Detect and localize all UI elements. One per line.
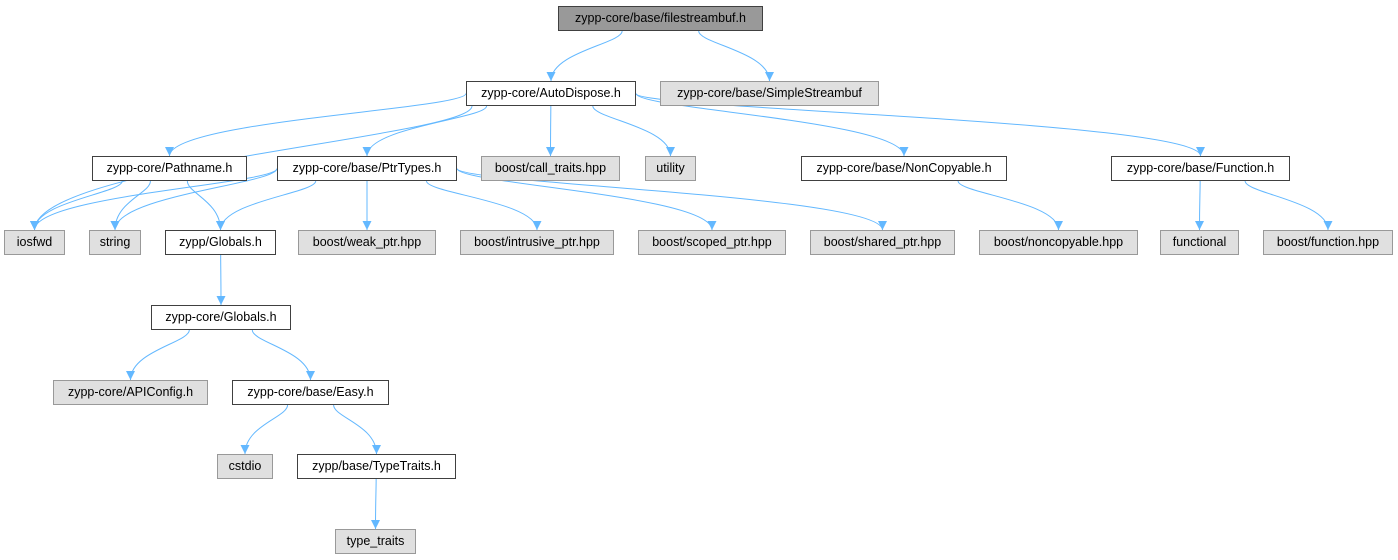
node-cstdio: cstdio: [217, 454, 273, 479]
node-call-traits: boost/call_traits.hpp: [481, 156, 620, 181]
edge-pathname-to-zypp_globals: [186, 180, 225, 231]
node-autodispose[interactable]: zypp-core/AutoDispose.h: [466, 81, 636, 106]
node-string: string: [89, 230, 141, 255]
node-weak-ptr: boost/weak_ptr.hpp: [298, 230, 436, 255]
edge-noncopyable_h-to-boost_noncopyable: [957, 180, 1063, 231]
edge-core_globals-to-apiconfig: [126, 329, 190, 381]
edge-function_h-to-functional: [1195, 180, 1205, 231]
node-boost-function: boost/function.hpp: [1263, 230, 1393, 255]
edge-core_globals-to-easy: [251, 329, 315, 381]
edge-filestreambuf-to-simplestreambuf: [698, 30, 774, 82]
edge-filestreambuf-to-autodispose: [546, 30, 623, 82]
node-functional: functional: [1160, 230, 1239, 255]
node-shared-ptr: boost/shared_ptr.hpp: [810, 230, 955, 255]
edge-ptrtypes-to-shared_ptr: [456, 168, 887, 231]
node-zypp-globals[interactable]: zypp/Globals.h: [165, 230, 276, 255]
node-filestreambuf: zypp-core/base/filestreambuf.h: [558, 6, 763, 31]
edge-autodispose-to-utility: [592, 105, 675, 157]
edge-autodispose-to-pathname: [165, 93, 467, 157]
edge-function_h-to-boost_function: [1244, 180, 1333, 231]
edge-ptrtypes-to-iosfwd: [30, 168, 278, 231]
node-pathname[interactable]: zypp-core/Pathname.h: [92, 156, 247, 181]
edge-ptrtypes-to-zypp_globals: [216, 180, 317, 231]
edge-autodispose-to-iosfwd: [30, 105, 473, 231]
node-noncopyable-h[interactable]: zypp-core/base/NonCopyable.h: [801, 156, 1007, 181]
node-core-globals[interactable]: zypp-core/Globals.h: [151, 305, 291, 330]
edge-autodispose-to-noncopyable_h: [635, 93, 909, 157]
node-typetraits[interactable]: zypp/base/TypeTraits.h: [297, 454, 456, 479]
edge-easy-to-typetraits: [333, 404, 381, 455]
node-ptrtypes[interactable]: zypp-core/base/PtrTypes.h: [277, 156, 457, 181]
node-type-traits: type_traits: [335, 529, 416, 554]
node-easy[interactable]: zypp-core/base/Easy.h: [232, 380, 389, 405]
node-function-h[interactable]: zypp-core/base/Function.h: [1111, 156, 1290, 181]
edge-ptrtypes-to-scoped_ptr: [456, 168, 717, 231]
edge-typetraits-to-type_traits: [371, 478, 381, 530]
edge-pathname-to-iosfwd: [30, 180, 123, 231]
dependency-edges: [30, 30, 1333, 530]
node-scoped-ptr: boost/scoped_ptr.hpp: [638, 230, 786, 255]
node-intrusive-ptr: boost/intrusive_ptr.hpp: [460, 230, 614, 255]
node-simplestreambuf: zypp-core/base/SimpleStreambuf: [660, 81, 879, 106]
node-boost-noncopyable: boost/noncopyable.hpp: [979, 230, 1138, 255]
edge-autodispose-to-ptrtypes: [362, 105, 488, 157]
edge-easy-to-cstdio: [240, 404, 289, 455]
edge-ptrtypes-to-string: [110, 168, 278, 231]
node-iosfwd: iosfwd: [4, 230, 65, 255]
node-utility: utility: [645, 156, 696, 181]
node-apiconfig: zypp-core/APIConfig.h: [53, 380, 208, 405]
edge-ptrtypes-to-intrusive_ptr: [426, 180, 542, 231]
